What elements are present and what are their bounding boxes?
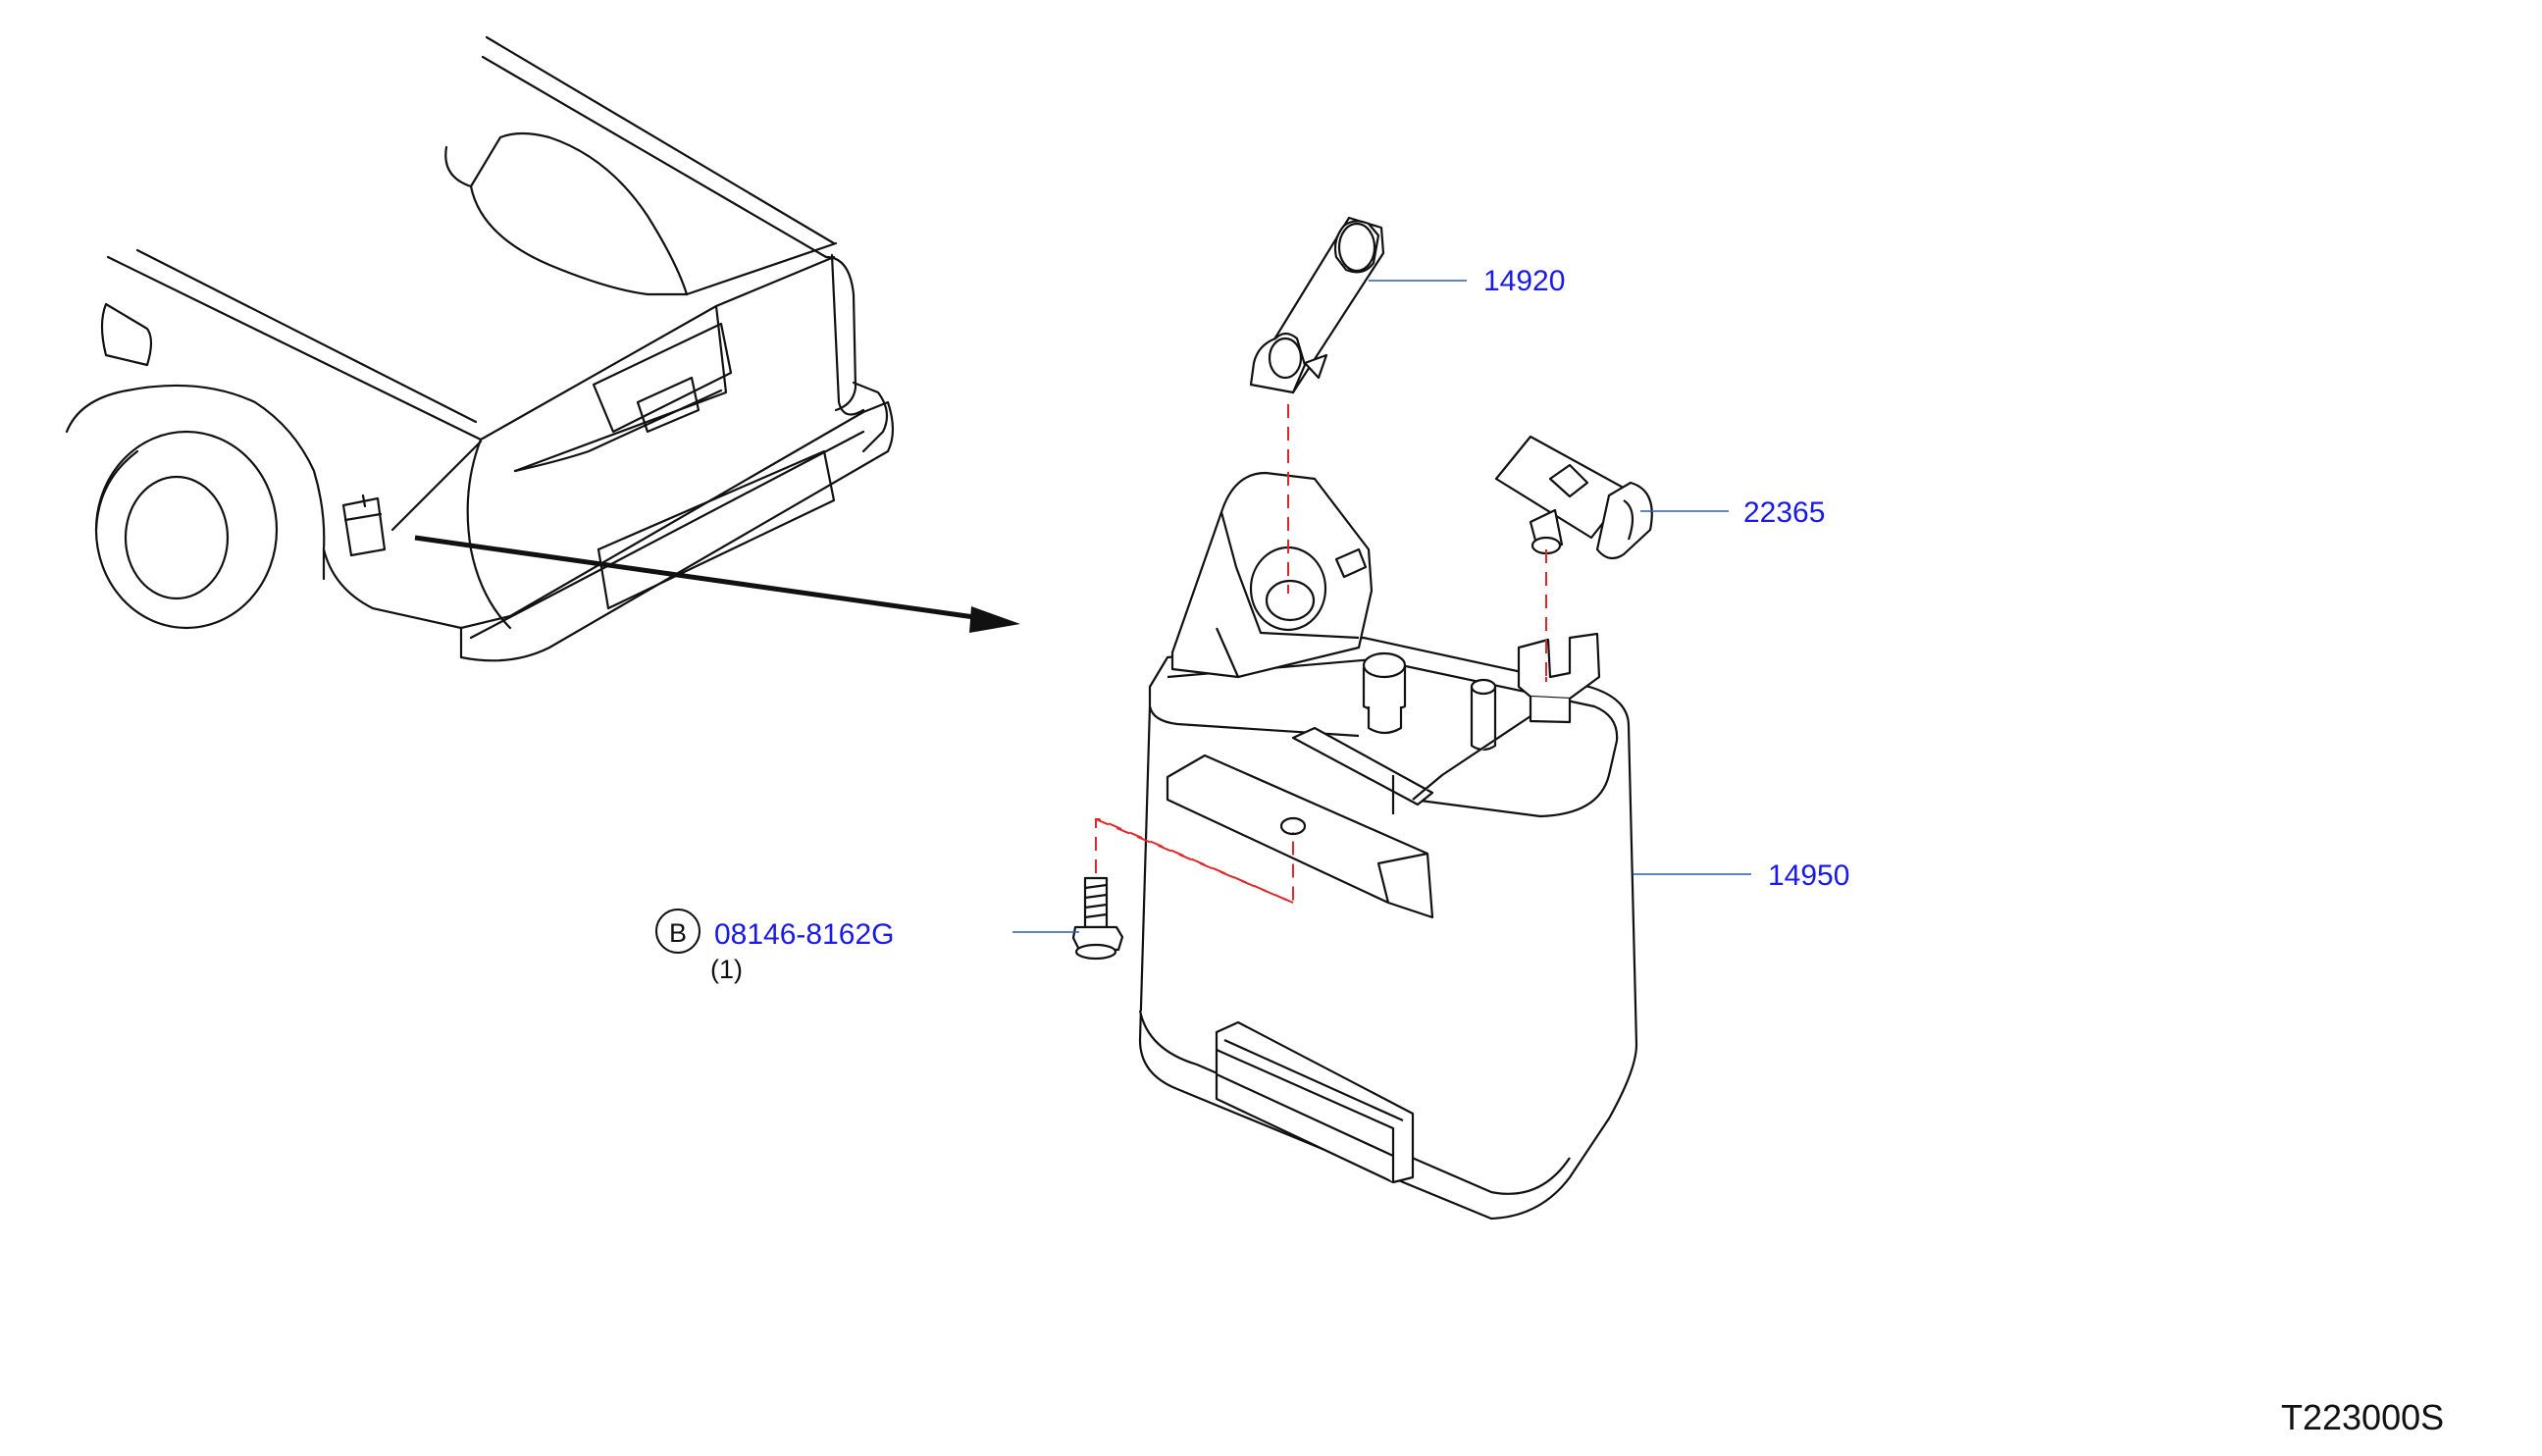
assembly-guide-lines [1095, 404, 1547, 905]
bolt-badge-circle [655, 909, 700, 954]
pressure-sensor-22365-drawing [1496, 437, 1652, 558]
part-number-bolt[interactable]: 08146-8162G [714, 918, 895, 951]
leader-lines [1012, 280, 1751, 933]
location-arrow [414, 535, 1020, 633]
vehicle-rear-illustration [67, 37, 893, 660]
figure-code: T223000S [2281, 1397, 2444, 1437]
bolt-quantity: (1) [710, 955, 743, 984]
vent-valve-14920-drawing [1251, 218, 1383, 392]
bolt-badge-letter: B [669, 918, 687, 948]
part-number-14920[interactable]: 14920 [1483, 265, 1565, 297]
callout-14950[interactable]: 14950 [1768, 859, 1849, 892]
callout-14920[interactable]: 14920 [1483, 265, 1565, 297]
bolt-drawing [1073, 878, 1122, 959]
callout-22365[interactable]: 22365 [1743, 496, 1825, 529]
part-number-22365[interactable]: 22365 [1743, 496, 1825, 529]
part-number-14950[interactable]: 14950 [1768, 859, 1849, 892]
callout-bolt[interactable]: B 08146-8162G (1) [655, 909, 895, 984]
canister-14950-drawing [1140, 473, 1636, 1219]
